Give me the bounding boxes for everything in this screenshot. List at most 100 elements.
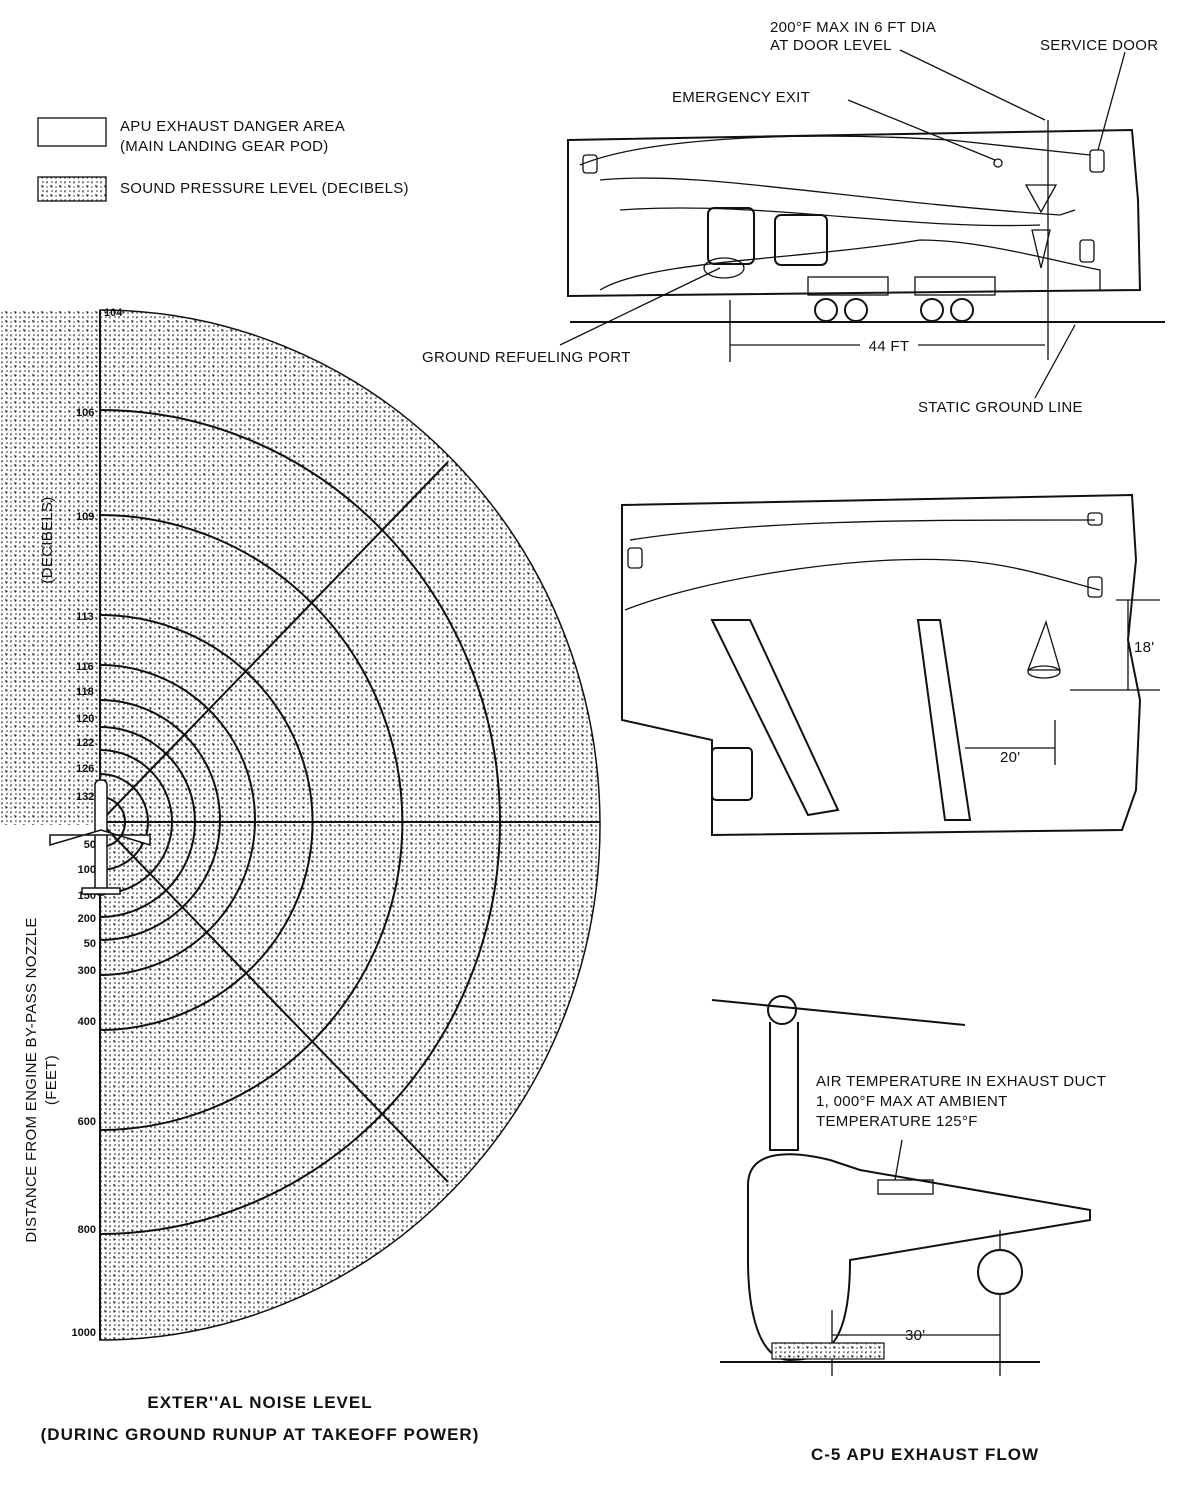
legend-danger-area-line1: APU EXHAUST DANGER AREA <box>120 118 345 135</box>
exhaust-cone-bottom <box>1031 229 1051 269</box>
distance-tick-labels: 50 100 150 200 50 300 400 600 800 1000 <box>72 839 96 1339</box>
distance-tick: 400 <box>78 1016 96 1028</box>
ground-base <box>771 1342 885 1360</box>
fuselage-section <box>767 995 797 1025</box>
fuselage-top-edge <box>629 519 1096 541</box>
leader-service-door <box>1097 51 1126 151</box>
distance-axis-unit: (FEET) <box>43 1055 60 1105</box>
distance-tick: 300 <box>78 965 96 977</box>
wheel-icon <box>920 298 944 322</box>
contour-118 <box>99 699 221 941</box>
static-ground-line-label: STATIC GROUND LINE <box>918 399 1083 416</box>
service-door-label: SERVICE DOOR <box>1040 37 1158 54</box>
leader-max-temp <box>899 49 1046 121</box>
legend-danger-area-line2: (MAIN LANDING GEAR POD) <box>120 138 329 155</box>
distance-tick: 600 <box>78 1116 96 1128</box>
leader-emergency-exit <box>847 99 996 161</box>
distance-tick: 50 <box>84 839 96 851</box>
top-height-label: 18' <box>1134 639 1154 656</box>
wing-left <box>710 619 840 817</box>
engine-nacelle <box>711 747 753 801</box>
landing-gear-pod-2 <box>914 276 996 296</box>
legend-sound-pressure: SOUND PRESSURE LEVEL (DECIBELS) <box>120 180 409 197</box>
wing-leading-edge <box>599 177 1076 216</box>
exhaust-cone <box>1027 619 1061 671</box>
service-door-mark <box>1089 149 1105 173</box>
wing-right <box>916 619 972 821</box>
wing-trailing-edge <box>619 207 1041 227</box>
fuselage-top <box>579 135 1091 166</box>
distance-axis-label: DISTANCE FROM ENGINE BY-PASS NOZZLE <box>23 917 40 1242</box>
wheel-icon <box>814 298 838 322</box>
exhaust-cone-base <box>1027 665 1061 679</box>
distance-tick: 50 <box>84 938 96 950</box>
legend: APU EXHAUST DANGER AREA (MAIN LANDING GE… <box>37 117 409 202</box>
door-mark <box>1087 512 1103 526</box>
radial-45deg-up <box>99 461 449 823</box>
distance-tick: 200 <box>78 913 96 925</box>
distance-tick: 800 <box>78 1224 96 1236</box>
db-tick-labels: 104 106 109 113 116 118 120 122 126 132 <box>76 307 123 803</box>
side-view: 44 FT 200°F MAX IN 6 FT DIA AT DOOR LEVE… <box>422 19 1165 416</box>
emergency-exit-mark <box>993 158 1003 168</box>
door-mark <box>1087 576 1103 598</box>
exhaust-cone-top <box>1024 184 1058 214</box>
front-distance-label: 30' <box>905 1327 925 1344</box>
air-temp-line1: AIR TEMPERATURE IN EXHAUST DUCT <box>816 1073 1106 1090</box>
db-tick: 132 <box>76 791 94 803</box>
side-distance-label: 44 FT <box>869 338 910 355</box>
db-tick: 122 <box>76 737 94 749</box>
sound-pressure-swatch <box>37 176 107 202</box>
db-tick: 109 <box>76 511 94 523</box>
db-tick: 118 <box>76 686 94 698</box>
top-view: 18' 20' <box>621 493 1160 837</box>
db-tick: 104 <box>104 307 123 319</box>
top-view-frame <box>621 493 1142 837</box>
noise-region-forward <box>0 310 100 825</box>
db-tick: 120 <box>76 713 94 725</box>
db-tick: 126 <box>76 763 94 775</box>
wheel-icon <box>977 1249 1023 1295</box>
noise-semicircle <box>99 309 601 1341</box>
fuselage-edge <box>624 558 1101 611</box>
side-view-frame <box>567 128 1142 298</box>
wing-line <box>711 999 966 1026</box>
db-tick: 106 <box>76 407 94 419</box>
engine-nacelle-2 <box>774 214 828 266</box>
aircraft-icon <box>49 779 151 896</box>
figure-caption: C-5 APU EXHAUST FLOW <box>811 1445 1039 1464</box>
door-mark <box>1079 239 1095 263</box>
noise-chart: 104 106 109 113 116 118 120 122 126 132 … <box>0 307 601 1444</box>
air-temp-line3: TEMPERATURE 125°F <box>816 1113 978 1130</box>
landing-gear-pod-1 <box>807 276 889 296</box>
refueling-port-mark <box>703 257 745 279</box>
pylon <box>769 1022 799 1151</box>
radial-45deg-down <box>99 821 449 1183</box>
max-temp-line1: 200°F MAX IN 6 FT DIA <box>770 19 936 36</box>
danger-area-swatch <box>37 117 107 147</box>
dim-label-bg <box>860 336 918 354</box>
db-tick: 116 <box>76 661 94 673</box>
door-mark <box>627 547 643 569</box>
engine-nacelle-1 <box>707 207 755 265</box>
refueling-port-label: GROUND REFUELING PORT <box>422 349 631 366</box>
distance-tick: 1000 <box>72 1327 96 1339</box>
top-offset-label: 20' <box>1000 749 1020 766</box>
leader-refueling-port <box>559 267 721 346</box>
wheel-icon <box>844 298 868 322</box>
contour-116 <box>99 664 256 976</box>
door-mark <box>582 154 598 174</box>
db-unit-label: (DECIBELS) <box>39 496 56 583</box>
air-temp-line2: 1, 000°F MAX AT AMBIENT <box>816 1093 1008 1110</box>
db-tick: 113 <box>76 611 94 623</box>
wheel-icon <box>950 298 974 322</box>
noise-caption-line2: (DURINC GROUND RUNUP AT TAKEOFF POWER) <box>41 1425 480 1444</box>
front-view: 30' AIR TEMPERATURE IN EXHAUST DUCT 1, 0… <box>711 995 1106 1376</box>
leader-air-temp <box>894 1139 903 1181</box>
leader-ground-line <box>1034 324 1076 399</box>
noise-caption-line1: EXTER''AL NOISE LEVEL <box>147 1393 372 1412</box>
nacelle-body <box>747 1153 1091 1362</box>
exhaust-duct <box>877 1179 934 1195</box>
distance-tick: 100 <box>78 864 96 876</box>
